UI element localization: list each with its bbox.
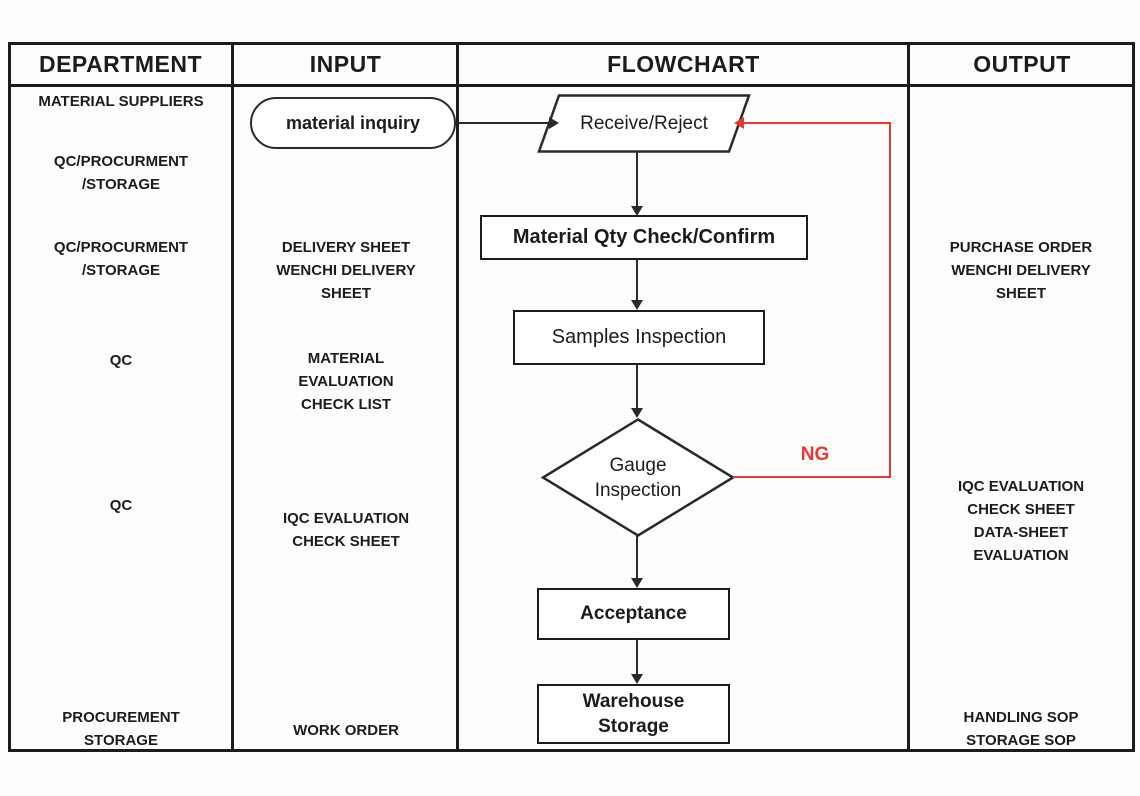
arrowhead-acceptance-to-warehouse [631,674,643,684]
connector-acceptance-to-warehouse [636,639,638,674]
department-procurement-storage: PROCUREMENT STORAGE [62,709,180,749]
output-iqc-evaluation: IQC EVALUATION CHECK SHEET DATA-SHEET EV… [957,478,1085,564]
flow-node-acceptance: Acceptance [537,588,730,640]
output-handling-sop: HANDLING SOP STORAGE SOP [963,709,1079,749]
flow-node-material-qty-check: Material Qty Check/Confirm [480,215,808,260]
flow-node-material-inquiry: material inquiry [250,97,456,149]
arrowhead-receive-to-qtycheck [631,206,643,216]
arrowhead-inquiry-to-receive [549,117,559,129]
arrowhead-qtycheck-to-samples [631,300,643,310]
flow-node-warehouse-storage: Warehouse Storage [537,684,730,744]
ng-arrowhead-to-receive [734,117,744,129]
arrowhead-gauge-to-acceptance [631,578,643,588]
connector-receive-to-qtycheck [636,151,638,207]
flow-node-receive-reject [536,93,752,154]
column-divider-department-input [231,42,234,752]
column-header-output: OUTPUT [973,50,1071,77]
column-divider-input-flowchart [456,42,459,752]
connector-inquiry-to-receive [455,122,550,124]
connector-qtycheck-to-samples [636,259,638,300]
samples-inspection-label: Samples Inspection [551,326,727,348]
column-header-department: DEPARTMENT [38,50,202,77]
connector-gauge-to-acceptance [636,535,638,578]
department-qc-2: QC [109,497,133,514]
header-divider [8,84,1135,87]
department-qc-1: QC [109,352,133,369]
material-qty-check-label: Material Qty Check/Confirm [512,226,776,248]
department-qc-procurment-storage-2: QC/PROCURMENT /STORAGE [53,239,189,279]
diamond-shape [540,418,736,537]
material-inquiry-label: material inquiry [285,112,421,133]
receive-reject-label: Receive/Reject [580,113,708,134]
flow-node-gauge-inspection [540,417,736,538]
input-work-order: WORK ORDER [293,722,399,739]
ng-line-horizontal-bottom [733,476,891,478]
warehouse-storage-label: Warehouse Storage [582,691,685,737]
output-purchase-order: PURCHASE ORDER WENCHI DELIVERY SHEET [949,239,1093,302]
ng-line-horizontal-top [744,122,891,124]
column-divider-flowchart-output [907,42,910,752]
parallelogram-shape [537,94,751,153]
flow-node-samples-inspection: Samples Inspection [513,310,765,365]
connector-samples-to-gauge [636,364,638,408]
input-delivery-sheet: DELIVERY SHEET WENCHI DELIVERY SHEET [276,239,416,302]
arrowhead-samples-to-gauge [631,408,643,418]
input-material-evaluation-check-list: MATERIAL EVALUATION CHECK LIST [298,350,394,413]
column-header-flowchart: FLOWCHART [607,50,760,77]
gauge-inspection-label: Gauge Inspection [594,454,682,501]
column-header-input: INPUT [309,50,382,77]
department-qc-procurment-storage-1: QC/PROCURMENT /STORAGE [53,153,189,193]
department-material-suppliers: MATERIAL SUPPLIERS [38,93,204,110]
ng-line-vertical [889,122,891,478]
table-frame [8,42,1135,752]
input-iqc-evaluation-check-sheet: IQC EVALUATION CHECK SHEET [282,510,410,550]
acceptance-label: Acceptance [580,603,687,624]
ng-label: NG [800,444,830,465]
